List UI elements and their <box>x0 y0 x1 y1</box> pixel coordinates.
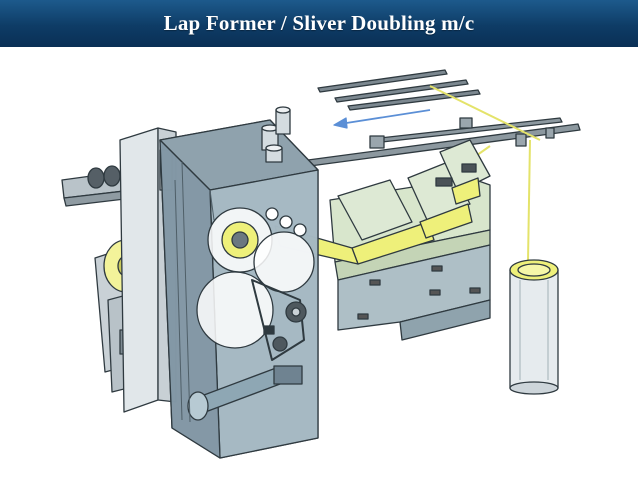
lap-former-illustration <box>0 47 638 478</box>
feed-direction-arrow <box>334 110 430 128</box>
sliver-can <box>510 260 558 394</box>
title-bar: Lap Former / Sliver Doubling m/c <box>0 0 638 47</box>
slide-title: Lap Former / Sliver Doubling m/c <box>164 11 475 36</box>
